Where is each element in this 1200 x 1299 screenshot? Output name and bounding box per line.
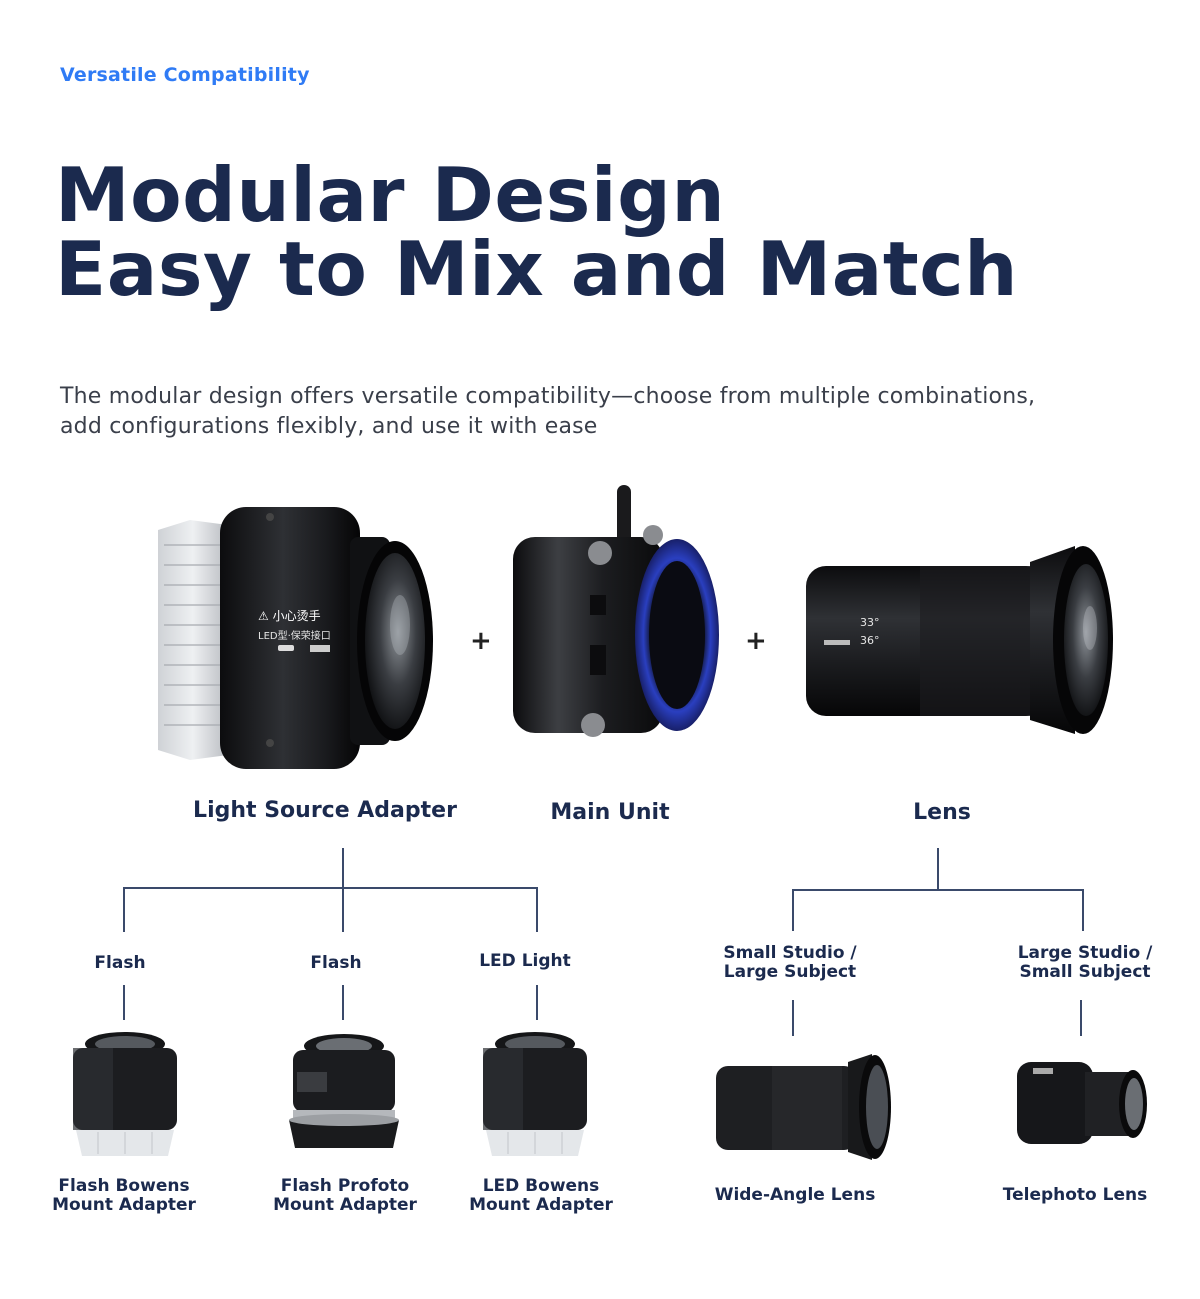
tree-connector: [536, 985, 538, 1020]
flash-bowens-adapter-label: Flash Bowens Mount Adapter: [44, 1177, 204, 1215]
title-line-2: Easy to Mix and Match: [55, 225, 1019, 313]
telephoto-lens-label: Telephoto Lens: [1002, 1185, 1148, 1205]
flash-profoto-adapter-image: [287, 1032, 402, 1150]
tree-connector: [792, 1000, 794, 1036]
lens-type-label: Large Studio / Small Subject: [995, 944, 1175, 982]
adapter-model-print: LED型·保荣接口: [258, 629, 331, 642]
tree-connector: [123, 887, 125, 932]
tree-connector: [1080, 1000, 1082, 1036]
lens-type-label: Small Studio / Large Subject: [700, 944, 880, 982]
plus-sign: +: [470, 626, 492, 656]
lens-label: Lens: [913, 800, 971, 825]
description-line-1: The modular design offers versatile comp…: [60, 384, 1036, 409]
tree-connector: [1082, 889, 1084, 931]
main-unit-image: [505, 485, 730, 750]
adapter-warning-print: ⚠ 小心烫手: [258, 609, 321, 623]
item-label-line: Mount Adapter: [469, 1195, 613, 1215]
adapter-type-label: LED Light: [479, 951, 571, 971]
item-label-line: Flash Bowens: [58, 1176, 190, 1196]
main-unit-label: Main Unit: [550, 800, 670, 825]
lens-type-line: Large Studio /: [1017, 943, 1153, 963]
description: The modular design offers versatile comp…: [60, 382, 1160, 442]
adapter-type-label: Flash: [94, 953, 146, 973]
lens-type-line: Small Subject: [1019, 962, 1151, 982]
tree-connector: [342, 848, 344, 888]
lens-type-line: Large Subject: [723, 962, 857, 982]
tree-connector: [536, 887, 538, 932]
tree-connector: [342, 887, 344, 932]
lens-image: 33° 36°: [800, 540, 1120, 740]
page-title: Modular Design Easy to Mix and Match: [55, 151, 1019, 313]
flash-profoto-adapter-label: Flash Profoto Mount Adapter: [265, 1177, 425, 1215]
eyebrow-label: Versatile Compatibility: [60, 64, 310, 86]
tree-connector: [792, 889, 1084, 891]
item-label-line: Mount Adapter: [52, 1195, 196, 1215]
lens-angle-print-2: 36°: [860, 634, 880, 647]
led-bowens-adapter-label: LED Bowens Mount Adapter: [461, 1177, 621, 1215]
item-label-line: LED Bowens: [482, 1176, 600, 1196]
description-line-2: add configurations flexibly, and use it …: [60, 414, 598, 439]
tree-connector: [342, 985, 344, 1020]
wide-angle-lens-image: [712, 1052, 892, 1162]
light-source-adapter-image: ⚠ 小心烫手 LED型·保荣接口: [150, 505, 440, 775]
wide-angle-lens-label: Wide-Angle Lens: [714, 1185, 876, 1205]
plus-sign: +: [745, 626, 767, 656]
led-bowens-adapter-image: [478, 1030, 593, 1160]
tree-connector: [792, 889, 794, 931]
light-source-adapter-label: Light Source Adapter: [193, 798, 457, 823]
lens-angle-print-1: 33°: [860, 616, 880, 629]
title-line-1: Modular Design: [55, 151, 726, 239]
lens-type-line: Small Studio /: [723, 943, 857, 963]
adapter-type-label: Flash: [310, 953, 362, 973]
item-label-line: Mount Adapter: [273, 1195, 417, 1215]
tree-connector: [123, 887, 538, 889]
item-label-line: Flash Profoto: [280, 1176, 410, 1196]
tree-connector: [123, 985, 125, 1020]
telephoto-lens-image: [1015, 1058, 1150, 1148]
tree-connector: [937, 848, 939, 890]
flash-bowens-adapter-image: [68, 1030, 183, 1160]
